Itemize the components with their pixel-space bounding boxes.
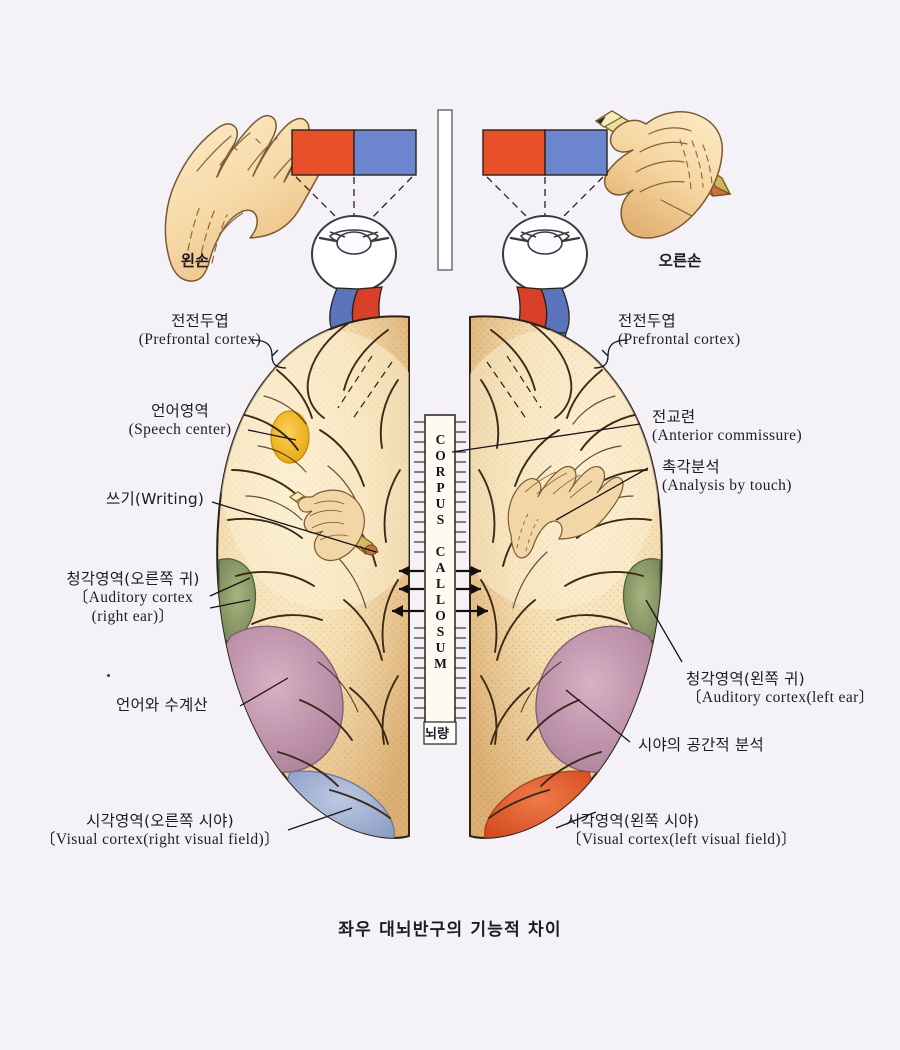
label-ko: 전전두엽 [171, 312, 229, 330]
label-speech-center: 언어영역 (Speech center) [96, 402, 264, 440]
label-spatial-analysis-of-visual-field: 시야의 공간적 분석 [638, 736, 764, 754]
label-analysis-by-touch: 촉각분석 (Analysis by touch) [662, 458, 792, 496]
label-ko: 언어영역 [151, 402, 209, 420]
left-hand-label: 왼손 [180, 252, 210, 270]
label-en: (Analysis by touch) [662, 476, 792, 494]
label-prefrontal-cortex-right: 전전두엽 (Prefrontal cortex) [618, 312, 741, 350]
corpus-callosum [414, 414, 466, 745]
label-ko: 촉각분석 [662, 458, 720, 476]
stimulus-bar-left [291, 129, 417, 176]
label-writing: 쓰기(Writing) [106, 490, 205, 508]
leader-lines [209, 339, 683, 831]
label-ko: 시각영역(오른쪽 시야) [86, 812, 234, 830]
right-hand-with-pencil-illustration [594, 110, 733, 239]
stimulus-bar-right [482, 129, 608, 176]
label-ko: 전전두엽 [618, 312, 676, 330]
fixation-bar [437, 109, 453, 271]
label-en: 〔Auditory cortex(left ear〕 [686, 688, 875, 706]
area-speech-center [270, 410, 310, 464]
label-ko: 시각영역(왼쪽 시야) [566, 812, 700, 830]
label-ko: 전교련 [652, 408, 696, 426]
label-en: (Speech center) [128, 420, 232, 438]
touch-hand-icon [507, 465, 624, 559]
label-auditory-cortex-left-ear: 청각영역(왼쪽 귀) 〔Auditory cortex(left ear〕 [686, 670, 875, 708]
label-en: 〔Visual cortex(left visual field)〕 [566, 830, 797, 848]
stray-dot-artifact [107, 674, 110, 677]
label-language-and-calculation: 언어와 수계산 [116, 696, 208, 714]
figure-caption: 좌우 대뇌반구의 기능적 차이 [338, 920, 562, 940]
label-en-2: (right ear)〕 [91, 607, 175, 625]
right-hemisphere [469, 315, 663, 839]
eye-diagram-left [311, 215, 397, 293]
label-en: 〔Auditory cortex [72, 588, 194, 606]
label-prefrontal-cortex-left: 전전두엽 (Prefrontal cortex) [110, 312, 290, 350]
label-visual-cortex-left-field: 시각영역(왼쪽 시야) 〔Visual cortex(left visual f… [566, 812, 797, 850]
corpus-callosum-label: CORPUS CALLOSUM [433, 432, 448, 672]
corpus-callosum-korean-label: 뇌량 [425, 727, 449, 742]
label-en: (Prefrontal cortex) [138, 330, 262, 348]
eye-diagram-right [502, 215, 588, 293]
label-en: (Anterior commissure) [652, 426, 803, 444]
label-ko: 청각영역(왼쪽 귀) [686, 670, 805, 688]
label-ko: 청각영역(오른쪽 귀) [66, 570, 200, 588]
interhemispheric-arrows [392, 566, 488, 617]
label-visual-cortex-right-field: 시각영역(오른쪽 시야) 〔Visual cortex(right visual… [10, 812, 310, 850]
label-en: 〔Visual cortex(right visual field)〕 [40, 830, 280, 848]
label-auditory-cortex-right-ear: 청각영역(오른쪽 귀) 〔Auditory cortex (right ear)… [28, 570, 238, 627]
label-en: (Prefrontal cortex) [618, 330, 741, 348]
right-hand-label: 오른손 [658, 252, 702, 270]
label-anterior-commissure: 전교련 (Anterior commissure) [652, 408, 802, 446]
